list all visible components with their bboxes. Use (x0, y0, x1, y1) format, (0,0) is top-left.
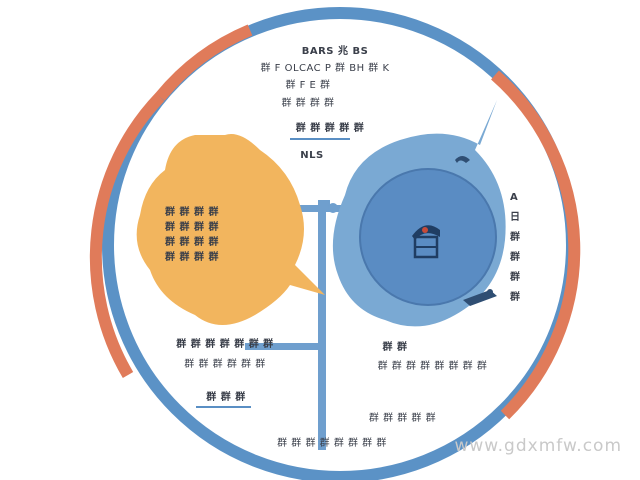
bird-icon (455, 156, 470, 163)
right-mid-2: 群 群 群 群 群 群 群 群 (377, 361, 488, 372)
top-tag-2: NLS (300, 150, 324, 161)
connector-vertical (318, 200, 326, 450)
top-title: BARS 兆 BS (301, 46, 369, 57)
watermark-text: www.gdxmfw.com (454, 436, 622, 456)
top-tag-underline (290, 138, 350, 140)
outer-ring-orange-right (491, 70, 581, 420)
flag-on-base-icon (412, 225, 440, 259)
right-column-text: A 日 群 群 群 群 (510, 192, 521, 303)
yellow-bubble (136, 134, 325, 325)
bottom-line-2: 群 群 群 群 群 群 群 群 (277, 438, 387, 449)
yellow-block-text: 群 群 群 群 群 群 群 群 群 群 群 群 群 群 群 群 (165, 207, 219, 263)
left-mid-2: 群 群 群 群 群 群 (184, 359, 266, 370)
outer-ring-orange-left (89, 92, 165, 379)
top-line-1: 群 F OLCAC P 群 BH 群 K (260, 63, 390, 74)
left-tag-underline (196, 406, 251, 408)
top-line-3: 群 群 群 群 (281, 98, 335, 109)
top-line-2: 群 F E 群 (285, 80, 331, 91)
connector-node (328, 203, 338, 213)
connector-horizontal-bottom (245, 343, 325, 350)
right-mid-1: 群 群 (382, 342, 408, 353)
small-gear-icon (463, 289, 497, 306)
top-tag-1: 群 群 群 群 群 (295, 123, 365, 134)
outer-ring-orange-top-left (155, 24, 253, 101)
left-mid-1: 群 群 群 群 群 群 群 (176, 339, 274, 350)
left-tag: 群 群 群 (206, 392, 246, 403)
bottom-line-1: 群 群 群 群 群 (368, 413, 437, 424)
connector-stub (318, 200, 330, 212)
